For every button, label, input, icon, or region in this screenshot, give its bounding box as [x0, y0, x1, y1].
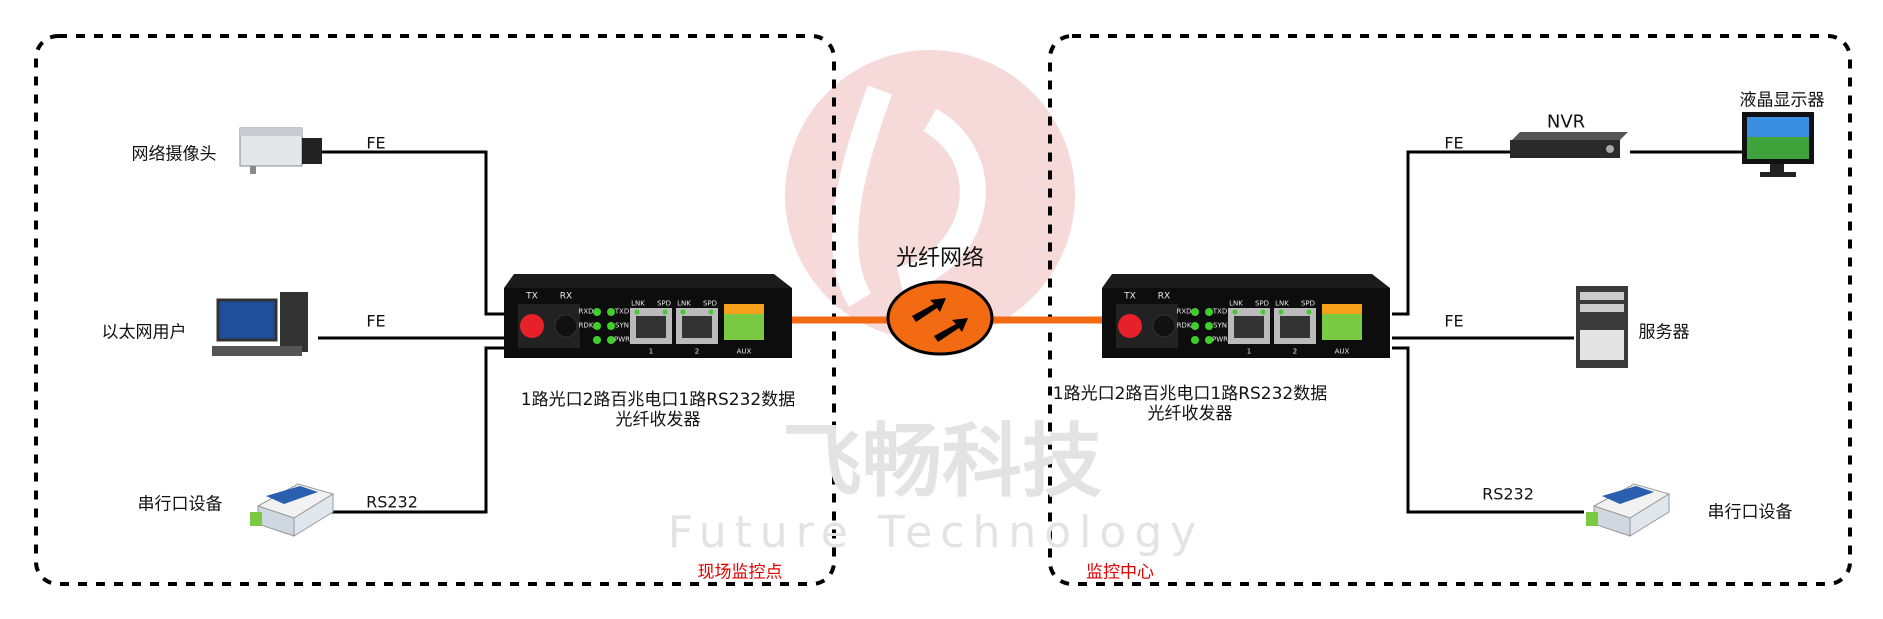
- led-label-txd: TXD: [1212, 307, 1228, 316]
- left-serial-device-icon: [249, 483, 334, 537]
- led-label-syn: SYN: [1213, 321, 1227, 330]
- server-icon: [1576, 286, 1628, 368]
- ethernet-link-label: FE: [366, 311, 386, 331]
- port2-number: 2: [694, 347, 700, 356]
- left-serial-link-label: RS232: [366, 492, 418, 512]
- led-label-syn: SYN: [615, 321, 629, 330]
- port2-spd-label: SPD: [1300, 299, 1316, 308]
- led-label-rxd: RXD: [578, 307, 594, 316]
- tx-port-label: TX: [1124, 291, 1136, 302]
- led-label-rdk: RDK: [578, 321, 594, 330]
- tx-port-label: TX: [526, 291, 538, 302]
- caption-line2: 光纤收发器: [615, 410, 701, 430]
- led-label-pwr: PWR: [1211, 335, 1229, 344]
- rx-port-label: RX: [1157, 291, 1171, 302]
- left-fiber-converter: [503, 273, 793, 359]
- fiber-network-label: 光纤网络: [895, 246, 985, 271]
- rx-port-label: RX: [559, 291, 573, 302]
- port1-number: 1: [1246, 347, 1252, 356]
- port2-spd-label: SPD: [702, 299, 718, 308]
- port2-lnk-label: LNK: [1275, 299, 1289, 308]
- aux-port-label: AUX: [1334, 347, 1350, 356]
- lcd-monitor-icon: [1742, 112, 1814, 177]
- led-label-rdk: RDK: [1176, 321, 1192, 330]
- nvr-label: NVR: [1546, 111, 1586, 133]
- right-serial-link-label: RS232: [1482, 484, 1534, 504]
- left-zone-label: 现场监控点: [697, 562, 783, 583]
- led-label-txd: TXD: [614, 307, 630, 316]
- right-serial-device-icon: [1585, 483, 1670, 537]
- led-label-pwr: PWR: [613, 335, 631, 344]
- camera-link-label: FE: [366, 133, 386, 153]
- left-converter-caption: 1路光口2路百兆电口1路RS232数据 光纤收发器: [521, 390, 796, 430]
- computer-icon: [212, 292, 308, 356]
- brand-watermark-cn: 飞畅科技: [782, 415, 1102, 508]
- port1-spd-label: SPD: [1254, 299, 1270, 308]
- camera-icon: [239, 127, 322, 174]
- ethernet-user-label: 以太网用户: [101, 322, 187, 343]
- right-serial-device-label: 串行口设备: [1707, 502, 1793, 523]
- led-label-rxd: RXD: [1176, 307, 1192, 316]
- brand-watermark-en: Future Technology: [667, 507, 1205, 558]
- left-cables: [318, 150, 504, 514]
- caption-line1: 1路光口2路百兆电口1路RS232数据: [1052, 384, 1328, 404]
- left-serial-device-label: 串行口设备: [137, 494, 223, 515]
- port1-lnk-label: LNK: [631, 299, 645, 308]
- caption-line2: 光纤收发器: [1147, 404, 1233, 424]
- right-cables: [1392, 150, 1742, 514]
- right-fiber-converter: [1101, 273, 1391, 359]
- port1-number: 1: [648, 347, 654, 356]
- fiber-network-cloud: [886, 280, 994, 356]
- nvr-link-label: FE: [1444, 133, 1464, 153]
- caption-line1: 1路光口2路百兆电口1路RS232数据: [520, 390, 796, 410]
- port1-spd-label: SPD: [656, 299, 672, 308]
- server-link-label: FE: [1444, 311, 1464, 331]
- server-label: 服务器: [1638, 322, 1690, 343]
- nvr-icon: [1510, 132, 1628, 158]
- right-zone-border: [1048, 34, 1852, 586]
- aux-port-label: AUX: [736, 347, 752, 356]
- port2-lnk-label: LNK: [677, 299, 691, 308]
- right-zone-label: 监控中心: [1086, 562, 1154, 583]
- port2-number: 2: [1292, 347, 1298, 356]
- lcd-monitor-label: 液晶显示器: [1739, 90, 1825, 111]
- port1-lnk-label: LNK: [1229, 299, 1243, 308]
- arrows-icon: [912, 298, 968, 342]
- ip-camera-label: 网络摄像头: [131, 144, 217, 165]
- right-converter-caption: 1路光口2路百兆电口1路RS232数据 光纤收发器: [1053, 384, 1328, 424]
